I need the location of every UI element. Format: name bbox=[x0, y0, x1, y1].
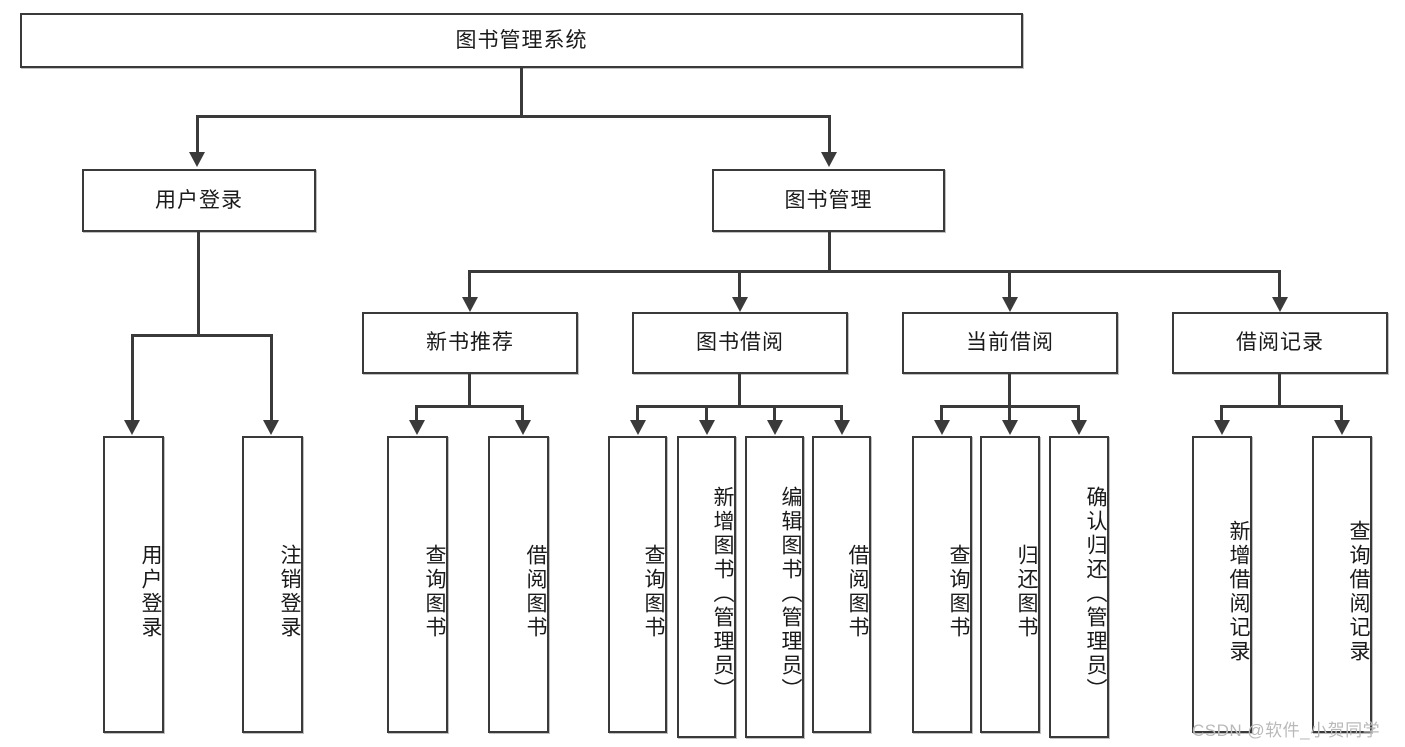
connector-current-borrow-trunk bbox=[1008, 374, 1011, 407]
connector-new-book-to-leaf-1 bbox=[521, 405, 524, 421]
arrowhead-leaf-current-borrow-2 bbox=[1071, 420, 1087, 435]
connector-user-login-to-leaf-0 bbox=[131, 334, 134, 421]
leaf-new-book-borrow-book[interactable]: 借阅图书 bbox=[488, 436, 549, 733]
connector-root-trunk bbox=[520, 68, 523, 117]
leaf-book-borrow-add-book-admin[interactable]: 新增图书（管理员） bbox=[677, 436, 736, 738]
node-new-book-recommend[interactable]: 新书推荐 bbox=[362, 312, 578, 374]
arrowhead-leaf-user-login-1 bbox=[263, 420, 279, 435]
connector-user-login-bus bbox=[131, 334, 272, 337]
node-book-management[interactable]: 图书管理 bbox=[712, 169, 945, 232]
connector-book-borrow-to-leaf-3 bbox=[840, 405, 843, 421]
connector-user-login-to-leaf-1 bbox=[270, 334, 273, 421]
connector-book-borrow-bus bbox=[636, 405, 843, 408]
connector-book-borrow-trunk bbox=[738, 374, 741, 407]
leaf-current-borrow-return-book[interactable]: 归还图书 bbox=[980, 436, 1040, 733]
arrowhead-leaf-book-borrow-0 bbox=[630, 420, 646, 435]
leaf-current-borrow-confirm-return-admin[interactable]: 确认归还（管理员） bbox=[1049, 436, 1109, 738]
connector-book-mgmt-to-new-book bbox=[468, 270, 471, 298]
connector-new-book-trunk bbox=[468, 374, 471, 407]
node-label: 借阅图书 bbox=[846, 543, 869, 640]
connector-book-borrow-to-leaf-0 bbox=[636, 405, 639, 421]
connector-borrow-record-to-leaf-1 bbox=[1340, 405, 1343, 421]
connector-new-book-bus bbox=[415, 405, 523, 408]
connector-book-mgmt-to-borrow-record bbox=[1278, 270, 1281, 298]
leaf-user-login-logout[interactable]: 注销登录 bbox=[242, 436, 303, 733]
leaf-new-book-query-book[interactable]: 查询图书 bbox=[387, 436, 448, 733]
node-label: 查询借阅记录 bbox=[1347, 519, 1370, 664]
leaf-current-borrow-query-book[interactable]: 查询图书 bbox=[912, 436, 972, 733]
leaf-borrow-record-add-record[interactable]: 新增借阅记录 bbox=[1192, 436, 1252, 733]
node-label: 图书管理 bbox=[784, 188, 873, 212]
arrowhead-leaf-book-borrow-1 bbox=[699, 420, 715, 435]
leaf-book-borrow-borrow-book[interactable]: 借阅图书 bbox=[812, 436, 871, 733]
arrowhead-current-borrow bbox=[1002, 297, 1018, 312]
arrowhead-leaf-current-borrow-0 bbox=[934, 420, 950, 435]
node-user-login[interactable]: 用户登录 bbox=[82, 169, 316, 232]
arrowhead-leaf-book-borrow-2 bbox=[767, 420, 783, 435]
arrowhead-leaf-current-borrow-1 bbox=[1002, 420, 1018, 435]
node-label: 借阅图书 bbox=[524, 543, 547, 640]
node-label: 当前借阅 bbox=[966, 331, 1054, 355]
connector-book-borrow-to-leaf-2 bbox=[773, 405, 776, 421]
leaf-book-borrow-edit-book-admin[interactable]: 编辑图书（管理员） bbox=[745, 436, 804, 738]
connector-borrow-record-trunk bbox=[1278, 374, 1281, 407]
node-label: 图书管理系统 bbox=[455, 28, 588, 52]
connector-book-mgmt-to-current-borrow bbox=[1008, 270, 1011, 298]
node-label: 确认归还（管理员） bbox=[1084, 486, 1107, 702]
connector-root-bus bbox=[197, 115, 831, 118]
leaf-borrow-record-query-record[interactable]: 查询借阅记录 bbox=[1312, 436, 1372, 733]
node-label: 查询图书 bbox=[947, 543, 970, 640]
node-label: 用户登录 bbox=[139, 543, 162, 640]
arrowhead-leaf-new-book-0 bbox=[409, 420, 425, 435]
node-current-borrow[interactable]: 当前借阅 bbox=[902, 312, 1118, 374]
arrowhead-new-book-recommend bbox=[462, 297, 478, 312]
arrowhead-leaf-borrow-record-0 bbox=[1214, 420, 1230, 435]
connector-user-login-trunk bbox=[197, 232, 200, 336]
node-label: 图书借阅 bbox=[696, 331, 784, 355]
node-label: 新增图书（管理员） bbox=[711, 486, 734, 702]
arrowhead-leaf-new-book-1 bbox=[515, 420, 531, 435]
arrowhead-leaf-book-borrow-3 bbox=[834, 420, 850, 435]
connector-root-to-book-mgmt bbox=[828, 115, 831, 153]
arrowhead-leaf-user-login-0 bbox=[124, 420, 140, 435]
connector-new-book-to-leaf-0 bbox=[415, 405, 418, 421]
arrowhead-leaf-borrow-record-1 bbox=[1334, 420, 1350, 435]
leaf-book-borrow-query-book[interactable]: 查询图书 bbox=[608, 436, 667, 733]
leaf-user-login-login[interactable]: 用户登录 bbox=[103, 436, 164, 733]
node-label: 注销登录 bbox=[278, 543, 301, 640]
connector-book-mgmt-to-book-borrow bbox=[738, 270, 741, 298]
arrowhead-book-borrow bbox=[732, 297, 748, 312]
node-label: 新增借阅记录 bbox=[1227, 519, 1250, 664]
connector-book-mgmt-bus bbox=[468, 270, 1281, 273]
node-label: 编辑图书（管理员） bbox=[779, 486, 802, 702]
node-label: 借阅记录 bbox=[1236, 331, 1324, 355]
connector-current-borrow-to-leaf-2 bbox=[1077, 405, 1080, 421]
node-label: 查询图书 bbox=[642, 543, 665, 640]
node-label: 查询图书 bbox=[423, 543, 446, 640]
connector-borrow-record-to-leaf-0 bbox=[1220, 405, 1223, 421]
arrowhead-book-mgmt bbox=[821, 152, 837, 167]
node-label: 归还图书 bbox=[1015, 543, 1038, 640]
connector-current-borrow-to-leaf-1 bbox=[1008, 405, 1011, 421]
node-label: 用户登录 bbox=[155, 188, 243, 212]
connector-root-to-user-login bbox=[196, 115, 199, 153]
arrowhead-borrow-record bbox=[1272, 297, 1288, 312]
connector-borrow-record-bus bbox=[1220, 405, 1342, 408]
node-label: 新书推荐 bbox=[426, 331, 514, 355]
arrowhead-user-login bbox=[189, 152, 205, 167]
connector-book-mgmt-trunk bbox=[828, 232, 831, 272]
connector-book-borrow-to-leaf-1 bbox=[705, 405, 708, 421]
node-book-borrow[interactable]: 图书借阅 bbox=[632, 312, 848, 374]
node-borrow-record[interactable]: 借阅记录 bbox=[1172, 312, 1388, 374]
node-root-system[interactable]: 图书管理系统 bbox=[20, 13, 1023, 68]
connector-current-borrow-to-leaf-0 bbox=[940, 405, 943, 421]
